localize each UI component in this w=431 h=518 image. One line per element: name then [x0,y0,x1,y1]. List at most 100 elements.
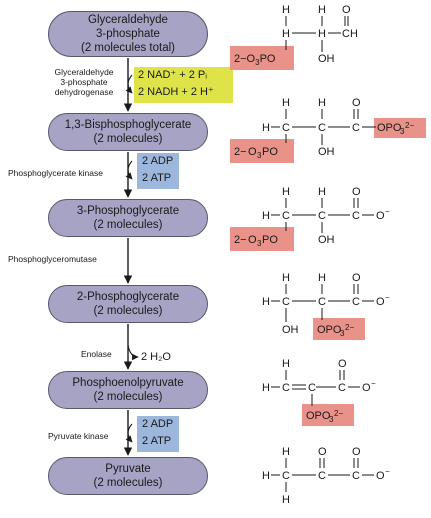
phosphate-box [230,139,294,163]
cofactor-atp: 2 ATP [142,435,172,447]
atom-oh: OH [318,53,335,65]
svg-text:OPO: OPO [306,410,331,422]
svg-text:O: O [376,470,385,482]
structure-bonds-3 [271,198,374,233]
svg-text:O: O [248,146,257,158]
svg-text:H: H [262,296,270,308]
svg-text:C: C [318,210,326,222]
cofactor-arrows [125,74,139,443]
svg-text:H: H [262,122,270,134]
svg-text:−: − [385,293,390,302]
structure-g3p: H H O H H CH 2−O3PO OH [234,4,358,67]
cofactor-adp: 2 ADP [142,418,174,430]
pill-glyceraldehyde-3-phosphate: Glyceraldehyde 3-phosphate (2 molecules … [48,11,208,57]
pill-2-phosphoglycerate: 2-Phosphoglycerate (2 molecules) [48,285,208,323]
svg-text:C: C [282,382,290,394]
svg-text:−: − [371,379,376,388]
svg-text:C: C [352,470,360,482]
phosphate-box [374,118,426,138]
cofactor-box-kinase-2: 2 ADP 2 ATP [137,416,179,452]
svg-text:O: O [248,234,257,246]
svg-text:3: 3 [257,239,262,248]
svg-text:C: C [282,122,290,134]
arrow-adp-1 [125,160,133,180]
svg-text:PO: PO [262,234,278,246]
svg-text:OPO: OPO [317,324,342,336]
cofactor-atp: 2 ATP [142,172,172,184]
svg-text:O: O [352,97,361,109]
svg-text:H: H [318,97,326,109]
phosphate-box [230,227,294,251]
phosphate-label: 2−O3PO [234,53,276,67]
svg-text:−: − [385,207,390,216]
svg-text:H: H [318,272,326,284]
svg-text:H: H [282,358,290,370]
structure-pyruvate: H O O H C C C O− H [262,446,390,506]
pill-1-3-bisphosphoglycerate: 1,3-Bisphosphoglycerate (2 molecules) [48,113,208,151]
pill-line: 1,3-Bisphosphoglycerate [64,119,192,131]
atom-h: H [318,4,326,16]
atom-h: H [282,28,290,40]
svg-text:H: H [262,382,270,394]
svg-text:O: O [376,210,385,222]
structure-bonds-6 [271,458,374,492]
svg-text:O: O [352,446,361,458]
pill-line: Phosphoenolpyruvate [72,377,184,389]
svg-text:−: − [385,467,390,476]
svg-text:2−: 2− [405,121,414,130]
svg-text:H: H [282,186,290,198]
svg-text:2−: 2− [334,409,343,418]
atom-h: H [318,28,326,40]
pill-line: (2 molecules total) [81,42,175,54]
enzyme-phosphoglycerate-kinase: Phosphoglycerate kinase [8,168,103,178]
arrow-water [127,344,139,361]
enzyme-line: Glyceraldehyde [54,67,114,77]
pill-3-phosphoglycerate: 3-Phosphoglycerate (2 molecules) [48,199,208,237]
svg-text:H: H [282,97,290,109]
svg-text:O: O [338,358,347,370]
svg-text:C: C [352,296,360,308]
svg-text:C: C [282,470,290,482]
svg-text:2−: 2− [234,234,247,246]
svg-text:C: C [318,470,326,482]
svg-text:H: H [262,210,270,222]
svg-text:O: O [352,186,361,198]
cofactor-nad-in: 2 NAD⁺ + 2 Pᵢ [138,69,207,81]
svg-text:C: C [308,382,316,394]
phosphate-box [313,318,365,340]
pill-phosphoenolpyruvate: Phosphoenolpyruvate (2 molecules) [48,371,208,409]
atom-o: O [342,4,351,16]
cofactor-box-kinase-1: 2 ADP 2 ATP [137,153,179,189]
pill-line: 3-phosphate [96,28,160,40]
structure-bonds-5 [271,370,360,406]
enzyme-line: 3-phosphate [60,77,108,87]
phosphate-box [302,404,354,426]
enzyme-enolase: Enolase [81,349,112,359]
cofactor-nadh-out: 2 NADH + 2 H⁺ [138,86,214,98]
enzyme-gapdh: Glyceraldehyde 3-phosphate dehydrogenase [48,67,120,97]
pill-line: (2 molecules) [93,477,163,489]
svg-text:H: H [282,272,290,284]
pill-line: (2 molecules) [93,133,163,145]
atom-ch: CH [342,28,358,40]
svg-text:OH: OH [318,146,335,158]
svg-text:2−: 2− [345,323,354,332]
svg-text:C: C [318,122,326,134]
svg-text:O: O [376,296,385,308]
cofactor-adp: 2 ADP [142,155,174,167]
cofactor-box-nad: 2 NAD⁺ + 2 Pᵢ 2 NADH + 2 H⁺ [134,67,233,103]
structure-bonds-1 [285,16,349,52]
svg-text:H: H [282,494,290,506]
svg-text:OH: OH [282,324,299,336]
enzyme-line: dehydrogenase [54,87,114,97]
atom-h: H [282,4,290,16]
structure-labels: H H O H H CH 2−O3PO OH [234,4,358,67]
svg-text:O: O [362,382,371,394]
svg-text:OH: OH [318,234,335,246]
enzyme-pyruvate-kinase: Pyruvate kinase [48,431,109,441]
svg-text:3: 3 [257,151,262,160]
svg-text:H: H [318,186,326,198]
